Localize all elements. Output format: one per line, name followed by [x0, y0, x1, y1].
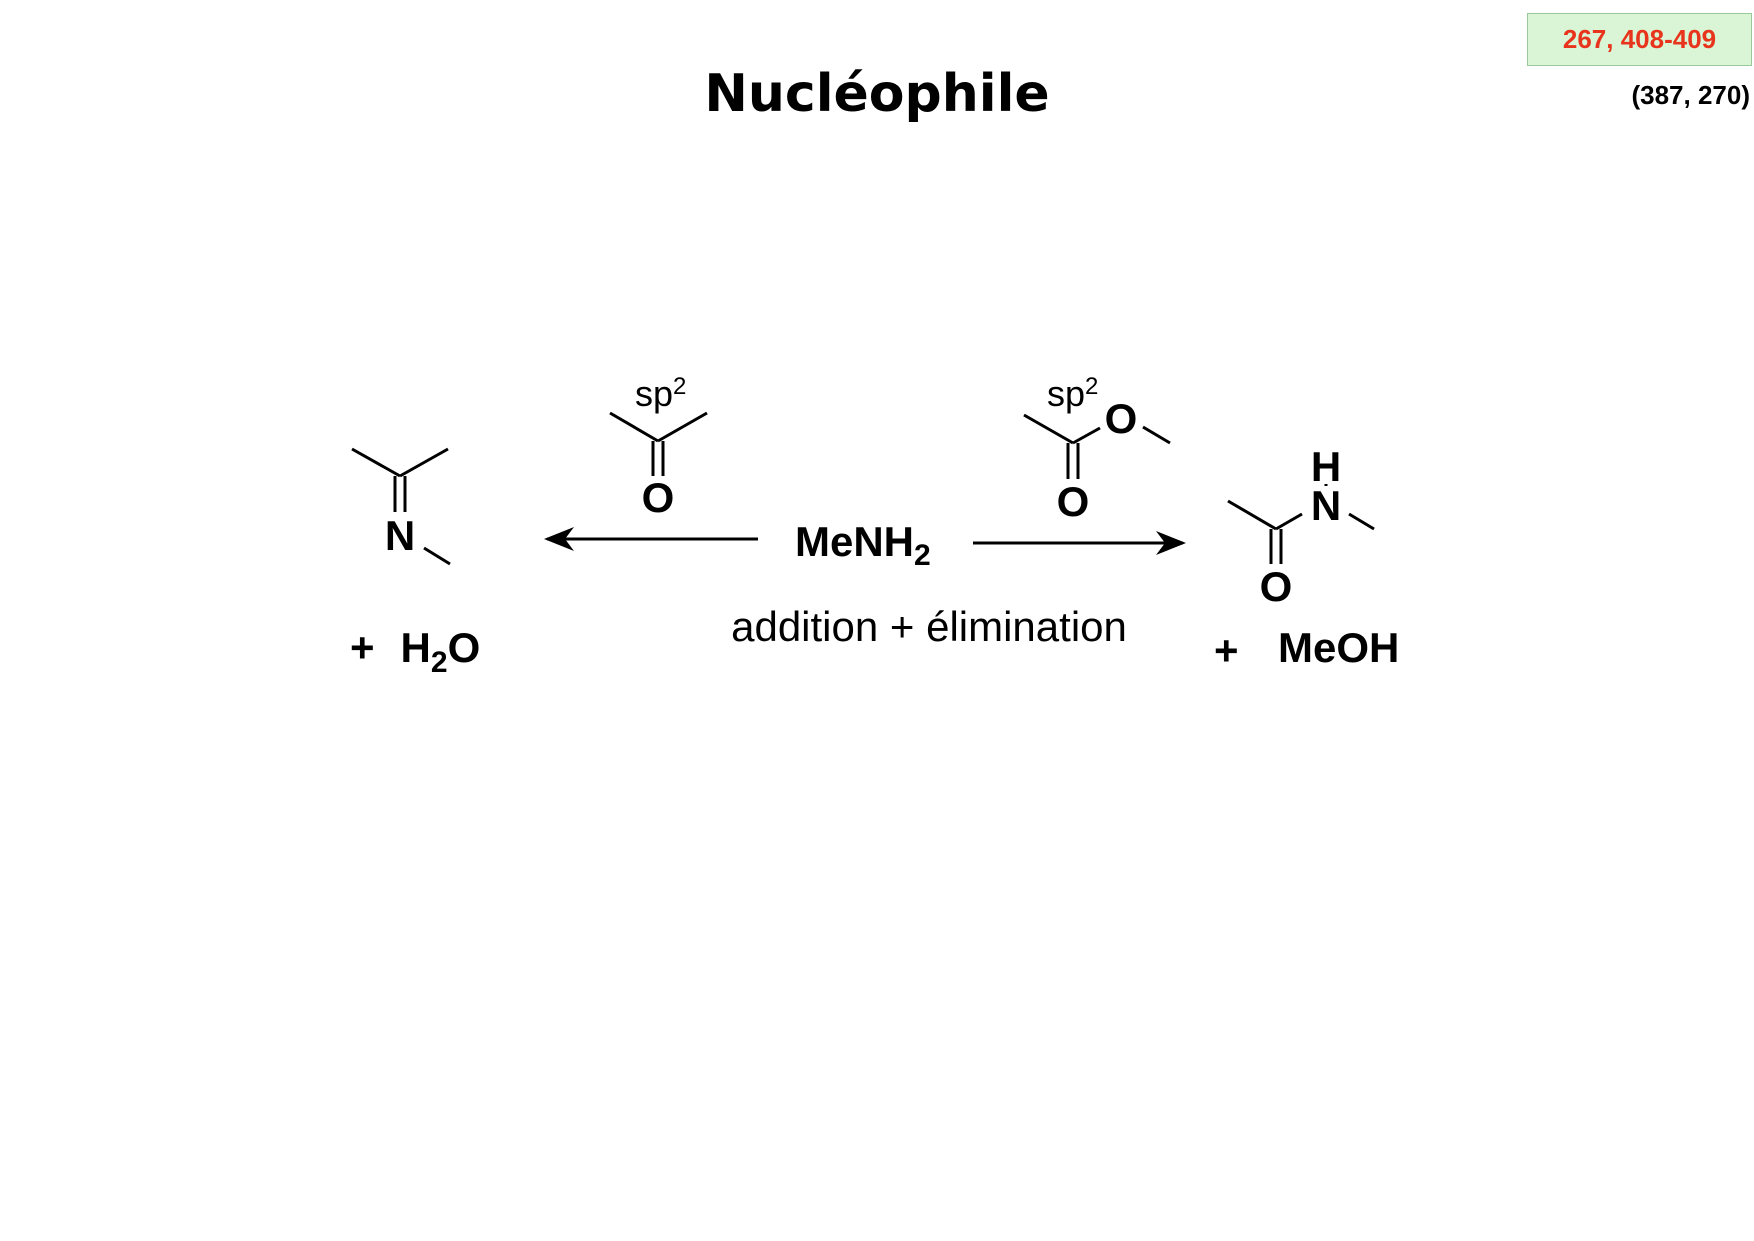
ketone-sp2-label: sp2: [635, 373, 686, 414]
ketone-oxygen: O: [642, 474, 675, 521]
reagent-label: MeNH2: [795, 518, 931, 572]
ester-ether-oxygen: O: [1105, 395, 1138, 442]
amide-hydrogen: H: [1311, 443, 1341, 490]
imine-byproduct: +H2O: [350, 624, 480, 679]
ester-carbonyl-oxygen: O: [1057, 478, 1090, 525]
amide-structure: [1227, 484, 1375, 564]
page-title: Nucléophile: [704, 64, 1050, 124]
amide-byproduct: MeOH: [1278, 624, 1399, 671]
ester-structure: [1023, 413, 1171, 479]
amide-oxygen: O: [1260, 563, 1293, 610]
ester-sp2-label: sp2: [1047, 373, 1098, 414]
amide-nitrogen: N: [1311, 482, 1341, 529]
imine-structure: [351, 447, 451, 566]
page-reference-box: 267, 408-409: [1527, 13, 1752, 66]
page-reference-alt: (387, 270): [1631, 80, 1750, 110]
amide-byproduct-plus: +: [1214, 627, 1239, 674]
mechanism-label: addition + élimination: [731, 603, 1127, 650]
ketone-structure: [609, 411, 708, 476]
page-reference: 267, 408-409: [1562, 24, 1717, 54]
imine-nitrogen: N: [385, 512, 415, 559]
